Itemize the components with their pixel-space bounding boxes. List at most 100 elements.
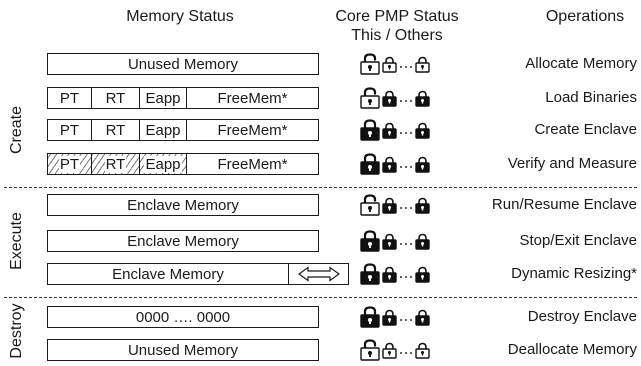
lock-closed-icon: [415, 90, 430, 107]
lock-closed-icon: [415, 122, 430, 139]
operation-label: Verify and Measure: [507, 155, 637, 172]
segment-eapp-label: Eapp: [145, 121, 181, 139]
lock-open-icon: [360, 87, 380, 109]
segment-freemem: FreeMem*: [187, 88, 318, 108]
lock-open-icon: [382, 56, 397, 73]
lock-open-icon: [415, 56, 430, 73]
phase-create: Create: [8, 105, 25, 155]
segment-rt-label: RT: [105, 121, 126, 139]
pmp-locks: [360, 306, 430, 328]
lock-open-icon: [382, 342, 397, 359]
segment-rt: RT: [92, 120, 140, 140]
lock-closed-icon: [415, 197, 430, 214]
lock-closed-icon: [415, 309, 430, 326]
pmp-locks: [360, 339, 430, 361]
ellipsis-icon: [397, 87, 415, 109]
pmp-locks: [360, 119, 430, 141]
memory-label: 0000 …. 0000: [135, 308, 231, 326]
lock-closed-icon: [382, 309, 397, 326]
header-core-pmp-line1: Core PMP Status: [335, 8, 459, 25]
lock-closed-icon: [382, 90, 397, 107]
segment-pt-label: PT: [58, 155, 81, 173]
segment-pt: PT: [48, 88, 92, 108]
ellipsis-icon: [397, 263, 415, 285]
segment-pt: PT: [48, 120, 92, 140]
header-core-pmp-status: Core PMP Status This / Others: [322, 7, 472, 45]
memory-bar-zeroed: 0000 …. 0000: [47, 306, 319, 328]
ellipsis-icon: [397, 306, 415, 328]
pmp-locks: [360, 230, 430, 252]
segment-freemem-label: FreeMem*: [217, 89, 288, 107]
lock-open-icon: [415, 342, 430, 359]
segment-pt-hatched: PT: [48, 154, 92, 174]
memory-bar-unused: Unused Memory: [47, 339, 319, 361]
lock-closed-icon: [382, 233, 397, 250]
segment-eapp: Eapp: [140, 88, 187, 108]
operation-label: Dynamic Resizing*: [511, 265, 637, 282]
ellipsis-icon: [397, 119, 415, 141]
lock-closed-icon: [360, 153, 380, 175]
lock-closed-icon: [382, 156, 397, 173]
segment-eapp-hatched: Eapp: [140, 154, 187, 174]
memory-bar-segmented: PT RT Eapp FreeMem*: [47, 87, 319, 109]
pmp-locks: [360, 263, 430, 285]
phase-execute: Execute: [8, 212, 25, 270]
segment-eapp: Eapp: [140, 120, 187, 140]
operation-label: Allocate Memory: [525, 55, 637, 72]
lock-open-icon: [360, 53, 380, 75]
pmp-locks: [360, 153, 430, 175]
lock-closed-icon: [382, 197, 397, 214]
header-core-pmp-line2: This / Others: [351, 27, 443, 44]
lock-closed-icon: [415, 233, 430, 250]
pmp-locks: [360, 87, 430, 109]
segment-pt-label: PT: [59, 121, 80, 139]
segment-rt: RT: [92, 88, 140, 108]
operation-label: Create Enclave: [534, 121, 637, 138]
operation-label: Run/Resume Enclave: [491, 196, 637, 213]
memory-bar-enclave-resizable: Enclave Memory: [47, 263, 349, 285]
lock-closed-icon: [360, 306, 380, 328]
operation-label: Destroy Enclave: [527, 308, 637, 325]
ellipsis-icon: [397, 230, 415, 252]
memory-bar-enclave: Enclave Memory: [47, 230, 319, 252]
lock-closed-icon: [360, 119, 380, 141]
memory-bar-segmented-hatched: PT RT Eapp FreeMem*: [47, 153, 319, 175]
lock-closed-icon: [360, 230, 380, 252]
lock-closed-icon: [382, 122, 397, 139]
lock-closed-icon: [382, 266, 397, 283]
memory-label: Enclave Memory: [127, 196, 239, 214]
header-operations: Operations: [545, 8, 625, 25]
pmp-locks: [360, 194, 430, 216]
lock-closed-icon: [415, 156, 430, 173]
ellipsis-icon: [397, 194, 415, 216]
operation-label: Load Binaries: [545, 89, 637, 106]
operation-label: Deallocate Memory: [507, 341, 637, 358]
lock-open-icon: [360, 194, 380, 216]
pmp-locks: [360, 53, 430, 75]
memory-label: Enclave Memory: [112, 265, 224, 283]
segment-freemem-label: FreeMem*: [217, 155, 288, 173]
memory-label: Unused Memory: [127, 55, 239, 73]
segment-freemem: FreeMem*: [187, 154, 318, 174]
lock-closed-icon: [415, 266, 430, 283]
segment-freemem-label: FreeMem*: [217, 121, 288, 139]
ellipsis-icon: [397, 339, 415, 361]
phase-divider-execute-destroy: [4, 297, 637, 298]
segment-rt-hatched: RT: [92, 154, 140, 174]
memory-bar-unused: Unused Memory: [47, 53, 319, 75]
memory-bar-segmented: PT RT Eapp FreeMem*: [47, 119, 319, 141]
segment-eapp-label: Eapp: [145, 89, 181, 107]
segment-eapp-label: Eapp: [144, 155, 182, 173]
ellipsis-icon: [397, 153, 415, 175]
segment-rt-label: RT: [105, 89, 126, 107]
phase-destroy: Destroy: [8, 303, 25, 359]
segment-pt-label: PT: [59, 89, 80, 107]
memory-bar-enclave: Enclave Memory: [47, 194, 319, 216]
header-memory-status: Memory Status: [126, 8, 234, 25]
memory-label: Unused Memory: [127, 341, 239, 359]
double-arrow-icon: [288, 264, 348, 284]
memory-label: Enclave Memory: [127, 232, 239, 250]
segment-rt-label: RT: [104, 155, 127, 173]
lock-open-icon: [360, 339, 380, 361]
